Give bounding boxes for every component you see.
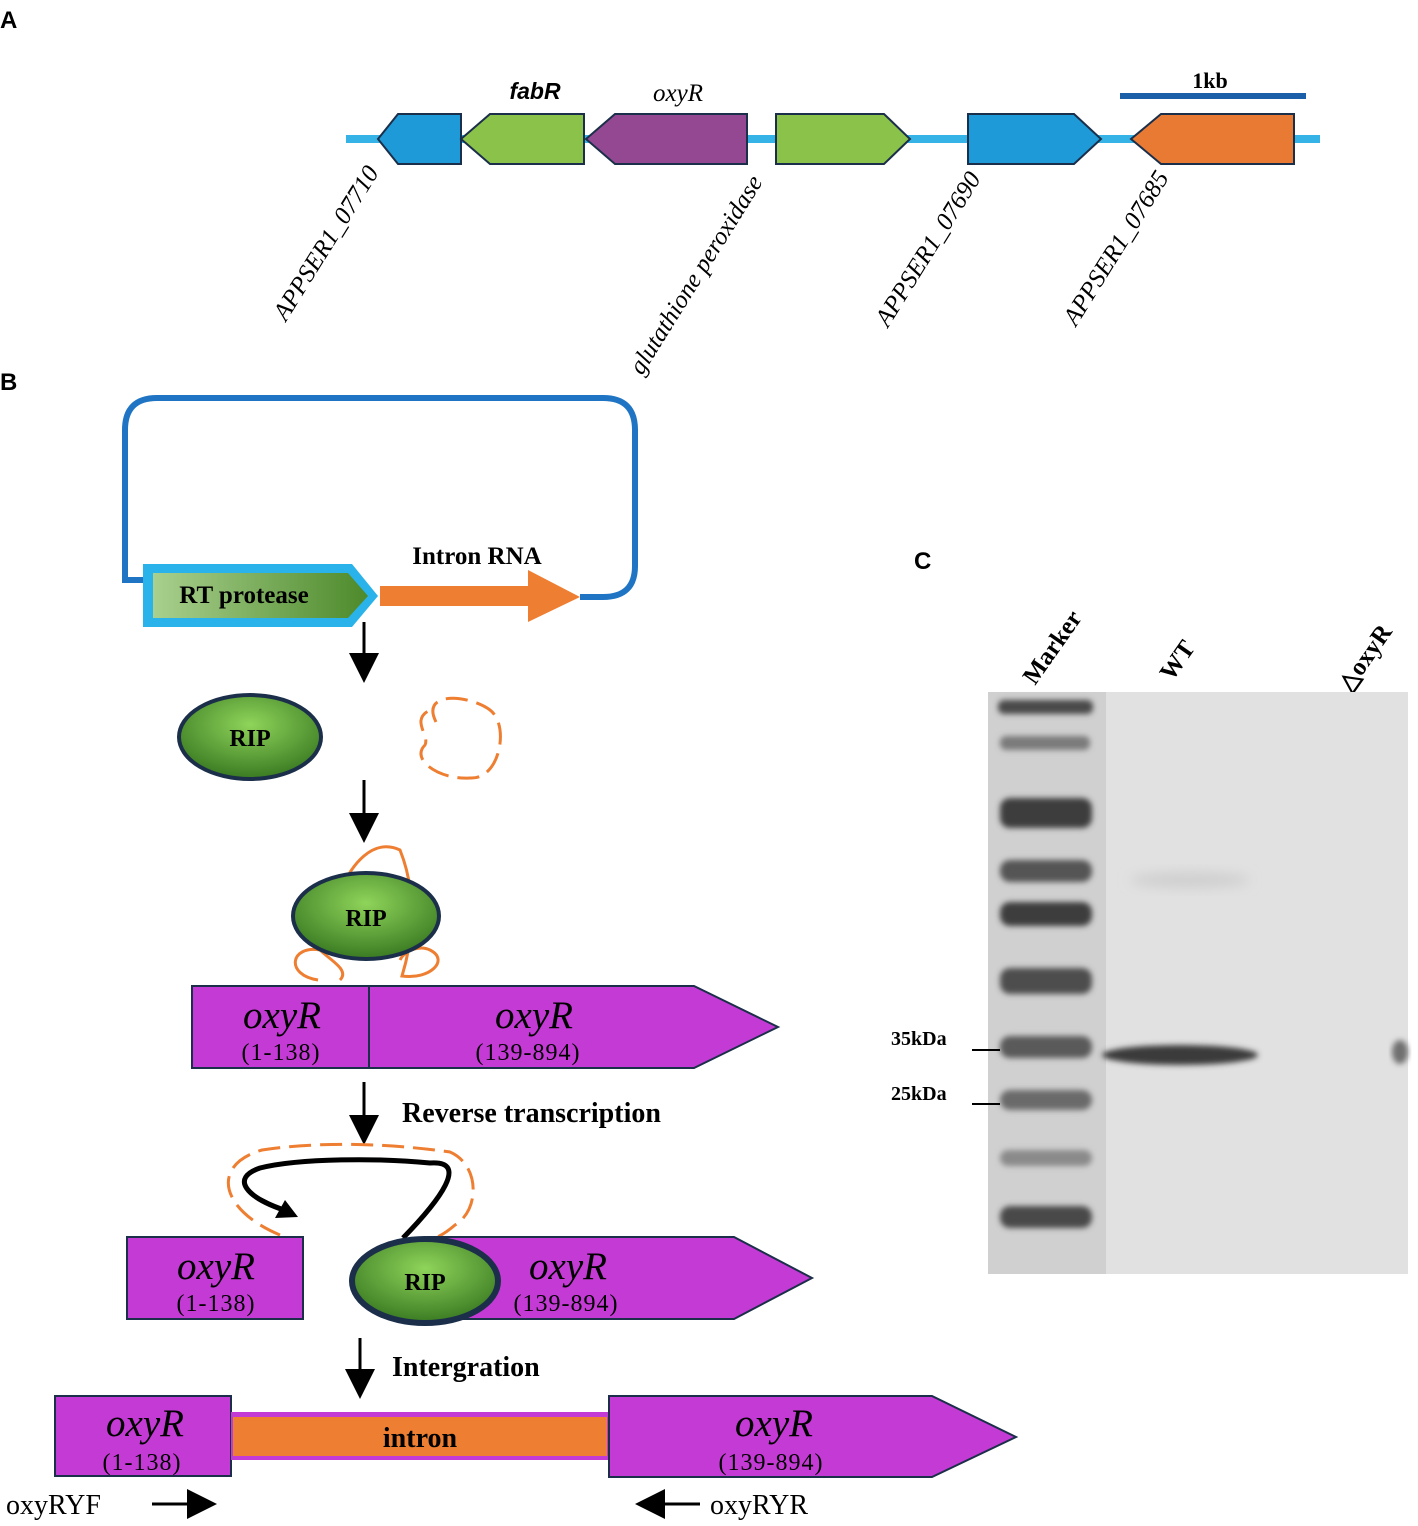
oxyr-left-range-3: (1-138) [103,1450,182,1476]
edge-band [1392,1040,1408,1064]
intron-rna-loop [419,696,502,780]
cdna-arrowhead [275,1200,298,1218]
oxyr-right-range-2: (139-894) [514,1291,619,1317]
gene-cluster-map: 1kb fabR oxyR APPSER1_07710 glutathione … [267,68,1320,379]
panel-letter-b: B [0,369,17,396]
rip-protein-3 [349,1236,501,1326]
cdna-strand [241,1157,452,1240]
marker-25kda-label: 25kDa [891,1083,947,1105]
gene-glutathione-peroxidase-arrow [775,113,912,165]
step-label-integration: Intergration [392,1352,540,1383]
panel-letter-a: A [0,7,17,34]
oxyr-right-label-2: oxyR [529,1245,607,1288]
rip-protein-2 [291,871,441,961]
oxyr-left-range-2: (1-138) [177,1291,256,1317]
gene-appser1-07685-arrow [1129,113,1295,165]
oxyr-left-label-3: oxyR [106,1402,184,1445]
gene-appser1-07690-arrow [967,113,1103,165]
oxyr-right-range-3: (139-894) [719,1450,824,1476]
rip-protein-1 [177,693,323,781]
intron-insertion-schematic: RT protease Intron RNA RIP RIP oxyR (1-1… [6,395,1019,1521]
oxyr-left-label-2: oxyR [177,1245,255,1288]
lane-label-marker: Marker [1018,606,1088,690]
oxyr-right-integrated [608,1395,1019,1478]
rip-label-2: RIP [345,906,386,932]
rip-label-3: RIP [404,1270,445,1296]
gene-label-appser1-07690: APPSER1_07690 [869,167,987,333]
gene-appser1-07710-arrow [376,113,462,165]
marker-bands [998,700,1093,1228]
cdna-rna-dashed [226,1142,475,1244]
gene-label-glutathione-peroxidase: glutathione peroxidase [624,171,768,379]
gene-label-appser1-07685: APPSER1_07685 [1057,166,1174,332]
rt-protease-label: RT protease [179,582,308,609]
intron-rna-arrow [380,570,580,622]
gene-label-oxyr: oxyR [653,80,703,107]
rip-label-1: RIP [229,726,270,752]
oxyr-gene-intact [191,985,781,1069]
western-blot: Marker WT △oxyR 35kDa 25kDa [891,606,1408,1274]
plasmid-backbone [122,395,638,600]
oxyr-right-range-1: (139-894) [476,1040,581,1066]
oxyr-left-integrated [54,1395,232,1477]
oxyr-left-label-1: oxyR [243,994,321,1037]
marker-35kda-label: 35kDa [891,1028,947,1050]
panel-letter-c: C [914,548,931,575]
step-label-reverse-transcription: Reverse transcription [402,1098,661,1129]
lane-label-delta-oxyr: △oxyR [1332,619,1398,697]
wt-oxyr-band [1102,1045,1258,1065]
scale-bar-label: 1kb [1192,68,1227,93]
intron-label: intron [383,1423,458,1454]
oxyr-right-label-1: oxyR [495,994,573,1037]
gene-label-fabr: fabR [509,78,561,104]
oxyr-right-label-3: oxyR [735,1402,813,1445]
primer-reverse-label: oxyRYR [710,1490,808,1521]
wt-faint-band [1130,872,1250,888]
gene-oxyr-arrow [584,113,748,165]
lane-label-wt: WT [1155,636,1201,686]
intron-rna-label: Intron RNA [412,543,541,570]
gene-fabr-arrow [459,113,585,165]
rt-protease-box [153,573,368,618]
gene-label-appser1-07710: APPSER1_07710 [267,161,385,327]
oxyr-left-range-1: (1-138) [242,1040,321,1066]
oxyr-left-fragment [126,1236,304,1320]
primer-forward-label: oxyRYF [6,1490,101,1521]
intron-insert [233,1417,607,1456]
